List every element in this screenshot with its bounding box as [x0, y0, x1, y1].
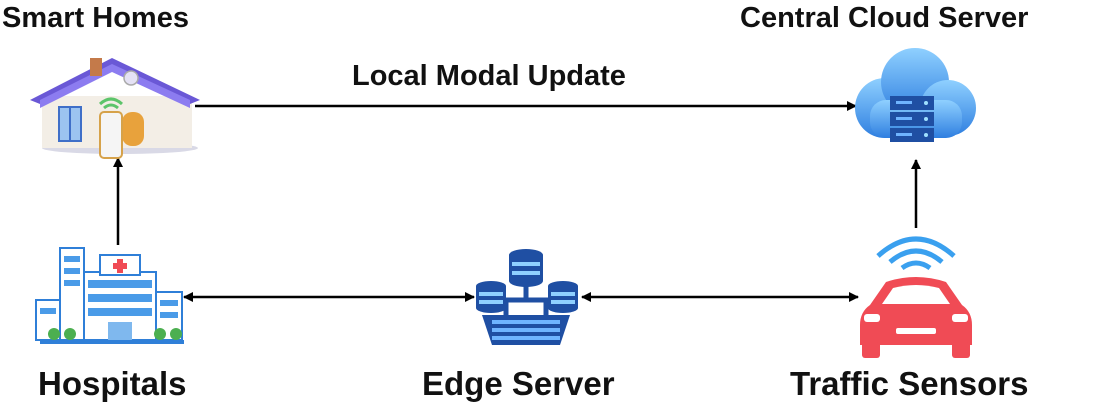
edge-server-title: Edge Server: [422, 365, 615, 402]
local-update-label: Local Modal Update: [352, 60, 626, 92]
car-sensor-icon: [860, 236, 972, 358]
hospitals-title: Hospitals: [38, 365, 187, 402]
edge-server-icon: [476, 249, 578, 345]
traffic-sensors-title: Traffic Sensors: [790, 365, 1029, 402]
central-cloud-title: Central Cloud Server: [740, 2, 1029, 34]
hospital-building-icon: [35, 247, 184, 344]
smart-homes-title: Smart Homes: [2, 2, 189, 34]
cloud-server-icon: [855, 48, 976, 142]
house-wifi-icon: [30, 58, 200, 159]
